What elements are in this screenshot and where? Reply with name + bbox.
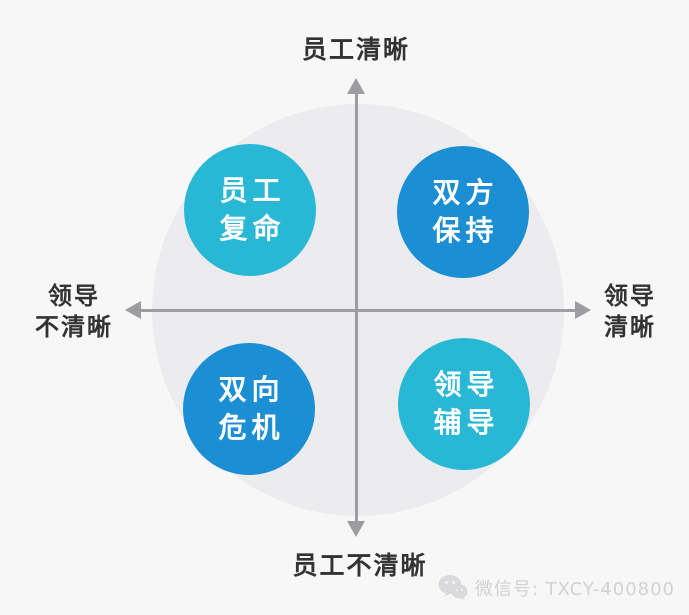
watermark: 微信号: TXCY-400800 bbox=[438, 574, 675, 601]
quadrant-label-line: 保持 bbox=[432, 214, 499, 247]
quadrant-label-line: 员工 bbox=[219, 174, 286, 207]
axis-label-left: 领导 不清晰 bbox=[35, 281, 113, 343]
axis-label-right: 领导 清晰 bbox=[604, 281, 656, 343]
axis-label-bottom: 员工不清晰 bbox=[292, 551, 428, 580]
quadrant-circle-bottom-right: 领导 辅导 bbox=[398, 338, 530, 470]
arrow-left-icon bbox=[125, 301, 141, 319]
arrow-up-icon bbox=[347, 78, 365, 94]
axis-label-left-line2: 不清晰 bbox=[35, 313, 113, 341]
quadrant-label-line: 复命 bbox=[219, 212, 286, 245]
horizontal-axis bbox=[136, 309, 576, 312]
quadrant-label-line: 辅导 bbox=[433, 406, 500, 439]
arrow-right-icon bbox=[575, 301, 591, 319]
arrow-down-icon bbox=[347, 521, 365, 537]
quadrant-label-line: 双向 bbox=[218, 373, 285, 406]
axis-label-top: 员工清晰 bbox=[301, 35, 411, 64]
axis-label-left-line1: 领导 bbox=[48, 282, 100, 310]
axis-label-right-line1: 领导 bbox=[604, 282, 656, 310]
quadrant-label-line: 领导 bbox=[433, 368, 500, 401]
watermark-text: 微信号: TXCY-400800 bbox=[474, 578, 675, 600]
wechat-icon bbox=[438, 575, 468, 600]
quadrant-label-line: 双方 bbox=[432, 176, 499, 209]
quadrant-circle-top-right: 双方 保持 bbox=[397, 146, 529, 278]
axis-label-right-line2: 清晰 bbox=[604, 313, 656, 341]
quadrant-circle-bottom-left: 双向 危机 bbox=[183, 343, 315, 475]
quadrant-label-line: 危机 bbox=[218, 411, 285, 444]
quadrant-circle-top-left: 员工 复命 bbox=[184, 144, 316, 276]
